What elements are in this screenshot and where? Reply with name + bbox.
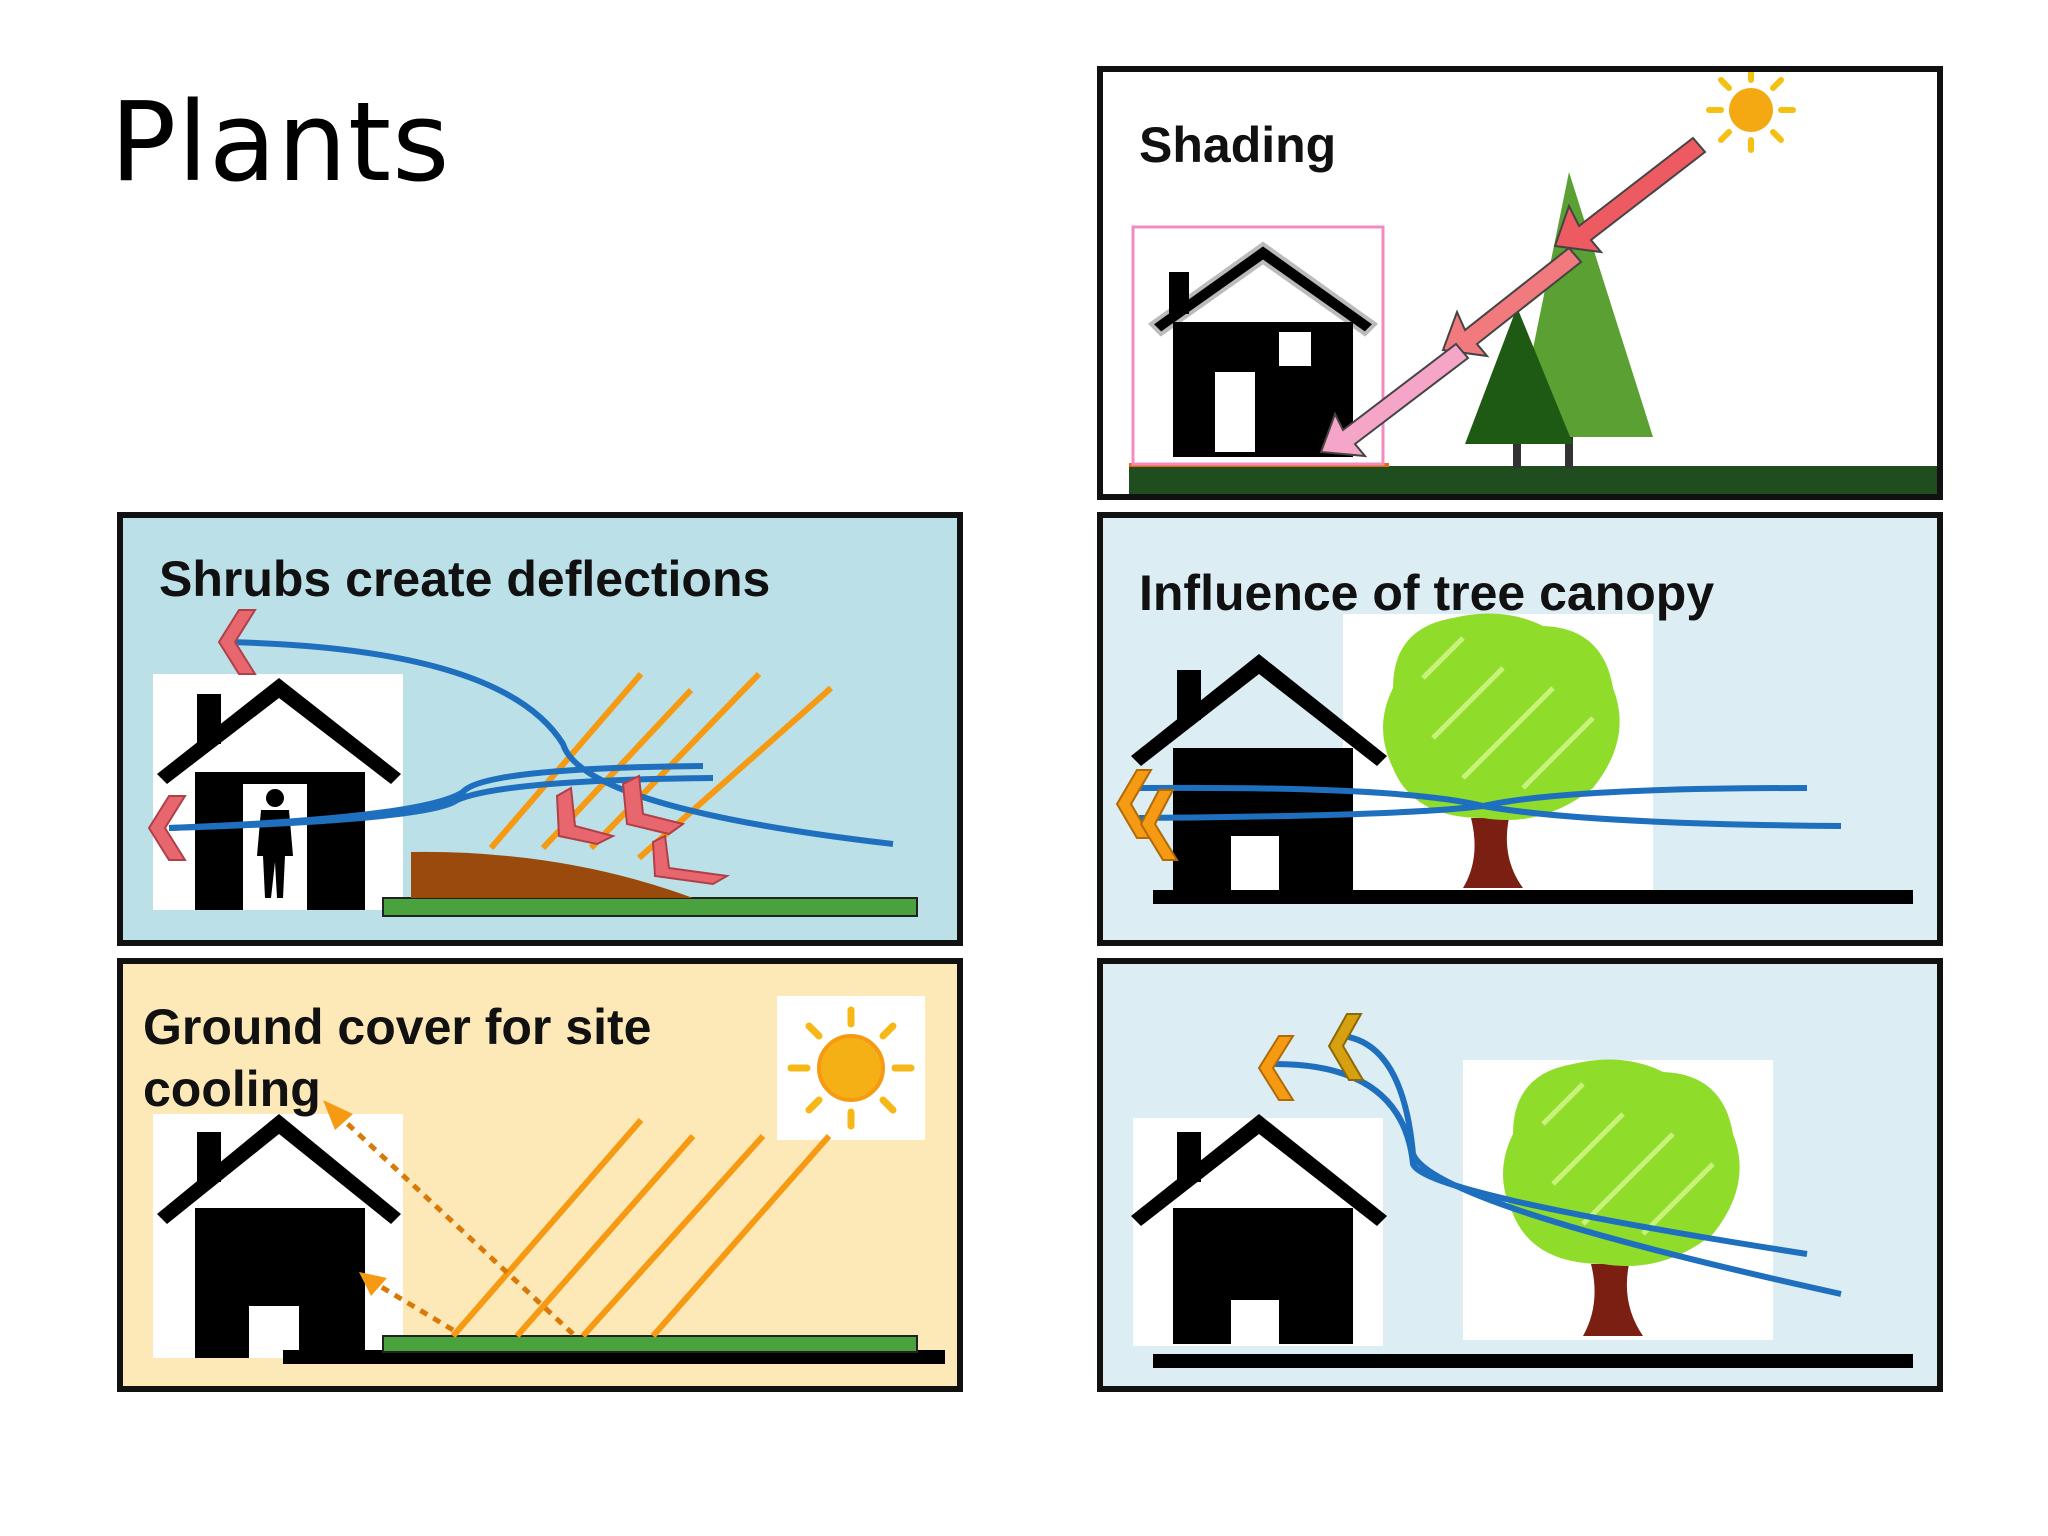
- ground-cover-label-line1: Ground cover for site: [143, 999, 652, 1055]
- ground-strip: [1129, 466, 1937, 494]
- sun-rays: [450, 1118, 832, 1339]
- shading-label: Shading: [1139, 117, 1337, 173]
- shrubs-panel: Shrubs create deflections: [117, 512, 963, 946]
- shading-panel: Shading: [1097, 66, 1943, 500]
- shrubs-label: Shrubs create deflections: [159, 551, 771, 607]
- pine-tree-icon: [1465, 172, 1653, 468]
- canopy-illustration: [1115, 613, 1913, 904]
- ground-cover-label: Ground cover for site cooling: [143, 996, 651, 1120]
- shrubs-illustration: [147, 609, 918, 917]
- tree-wind-illustration: [1131, 1013, 1913, 1368]
- canopy-label: Influence of tree canopy: [1139, 565, 1715, 621]
- ground-strip: [382, 1335, 918, 1353]
- ground-cover-label-line2: cooling: [143, 1061, 321, 1117]
- chevron-icon: [147, 609, 731, 886]
- house-icon: [157, 1114, 401, 1358]
- wind-lines: [1138, 784, 1842, 829]
- canopy-panel: Influence of tree canopy: [1097, 512, 1943, 946]
- page-title: Plants: [110, 78, 451, 206]
- ground-line: [283, 1350, 945, 1364]
- chevron-icon: [1257, 1035, 1295, 1101]
- house-icon: [1131, 1114, 1387, 1346]
- house-icon: [1131, 654, 1387, 898]
- sun-icon: [777, 996, 925, 1140]
- wind-lines: [168, 639, 894, 847]
- ground-strip: [382, 897, 918, 917]
- shading-illustration: [1129, 72, 1937, 494]
- chevron-icon: [1115, 769, 1179, 861]
- arrow-icon: [1319, 136, 1707, 458]
- reflection-arrows: [335, 1112, 575, 1336]
- tree-wind-panel: [1097, 958, 1943, 1392]
- ground-line: [1153, 890, 1913, 904]
- ground-line: [1153, 1354, 1913, 1368]
- ground-cover-illustration: [153, 996, 945, 1364]
- house-icon: [1147, 241, 1379, 457]
- shrub-mound: [411, 851, 693, 898]
- arrow-icon: [323, 1100, 387, 1296]
- deciduous-tree-icon: [1383, 613, 1620, 888]
- chevron-icon: [1327, 1013, 1365, 1081]
- person-icon: [257, 789, 293, 898]
- house-frame: [1131, 225, 1385, 466]
- sun-icon: [1699, 72, 1803, 162]
- ground-cover-panel: Ground cover for site cooling: [117, 958, 963, 1392]
